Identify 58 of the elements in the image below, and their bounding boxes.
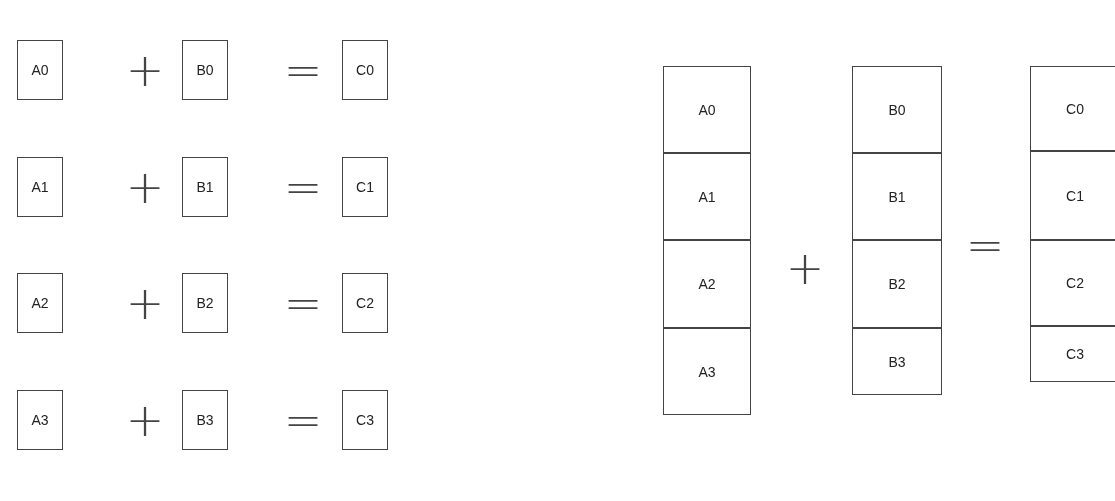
cell-label: C3 bbox=[356, 412, 374, 428]
operator-sign: + bbox=[785, 245, 825, 291]
operator-sign: + bbox=[125, 397, 165, 443]
matrix-cell bbox=[182, 273, 228, 333]
matrix-cell bbox=[852, 328, 942, 395]
matrix-cell bbox=[663, 328, 751, 415]
cell-label: B0 bbox=[888, 101, 906, 118]
operator-sign: = bbox=[283, 280, 323, 326]
matrix-cell bbox=[17, 40, 63, 100]
cell-label: B2 bbox=[888, 276, 906, 292]
operator-sign: + bbox=[125, 164, 165, 210]
matrix-cell bbox=[852, 240, 942, 328]
cell-label: A1 bbox=[698, 188, 716, 205]
cell-label: A3 bbox=[698, 363, 716, 380]
cell-label: B0 bbox=[196, 62, 214, 78]
matrix-cell bbox=[342, 157, 388, 217]
matrix-cell bbox=[342, 40, 388, 100]
matrix-cell bbox=[1030, 151, 1115, 240]
matrix-cell bbox=[1030, 240, 1115, 326]
matrix-cell bbox=[852, 153, 942, 240]
cell-label: B1 bbox=[196, 179, 214, 195]
operator-sign: = bbox=[283, 47, 323, 93]
cell-label: A0 bbox=[698, 101, 716, 118]
operator-sign: = bbox=[283, 397, 323, 443]
cell-label: A3 bbox=[31, 412, 49, 428]
cell-label: C1 bbox=[1066, 187, 1084, 204]
cell-label: C2 bbox=[1066, 275, 1084, 291]
matrix-cell bbox=[17, 157, 63, 217]
matrix-cell bbox=[182, 40, 228, 100]
cell-label: A2 bbox=[698, 276, 716, 292]
matrix-cell bbox=[182, 157, 228, 217]
cell-label: C1 bbox=[356, 179, 374, 195]
matrix-cell bbox=[852, 66, 942, 153]
cell-label: B3 bbox=[888, 353, 906, 370]
matrix-cell bbox=[663, 153, 751, 240]
cell-label: C3 bbox=[1066, 346, 1084, 362]
matrix-cell bbox=[663, 66, 751, 153]
operator-sign: = bbox=[283, 164, 323, 210]
cell-label: A0 bbox=[31, 62, 49, 78]
matrix-cell bbox=[342, 390, 388, 450]
matrix-cell bbox=[342, 273, 388, 333]
cell-label: C0 bbox=[356, 62, 374, 78]
matrix-cell bbox=[1030, 326, 1115, 382]
operator-sign: + bbox=[125, 47, 165, 93]
cell-label: C0 bbox=[1066, 100, 1084, 117]
cell-label: B3 bbox=[196, 412, 214, 428]
matrix-cell bbox=[663, 240, 751, 328]
cell-label: A1 bbox=[31, 179, 49, 195]
matrix-cell bbox=[182, 390, 228, 450]
cell-label: C2 bbox=[356, 295, 374, 311]
cell-label: B2 bbox=[196, 295, 214, 311]
operator-sign: + bbox=[125, 280, 165, 326]
operator-sign: = bbox=[965, 222, 1005, 268]
matrix-cell bbox=[17, 273, 63, 333]
matrix-cell bbox=[1030, 66, 1115, 151]
cell-label: A2 bbox=[31, 295, 49, 311]
cell-label: B1 bbox=[888, 188, 906, 205]
matrix-cell bbox=[17, 390, 63, 450]
